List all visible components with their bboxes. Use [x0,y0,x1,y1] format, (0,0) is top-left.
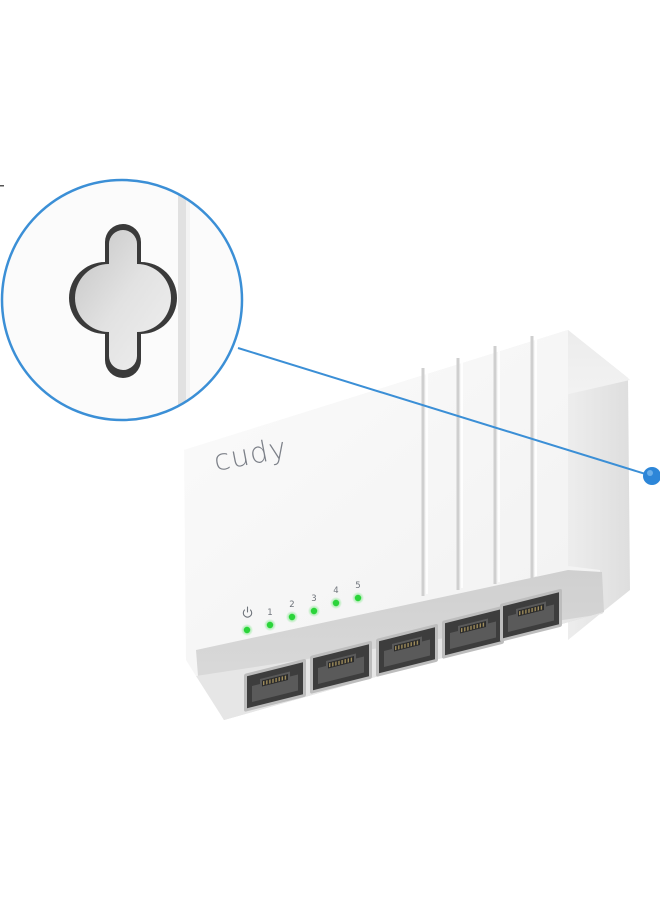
keyhole-mount-icon [69,224,177,378]
ethernet-port-4 [442,605,504,659]
callout [237,347,660,485]
switch-side-face [568,330,630,640]
port-led-4: 4 [330,586,342,609]
port-led-label: 2 [289,600,294,610]
port-led-label: 3 [311,594,316,604]
callout-dot [643,467,660,485]
port-led-1: 1 [264,608,276,631]
power-icon [242,606,253,618]
ethernet-port-row [244,588,562,712]
power-led [241,606,253,636]
power-led-light [243,626,251,634]
ethernet-port-5 [500,588,562,642]
led-indicator-row: 1 2 3 4 5 [241,581,364,636]
port-led-2: 2 [286,600,298,623]
ethernet-port-1 [244,658,306,712]
port-led-3: 3 [308,594,320,617]
port-led-light [310,607,318,615]
port-led-5: 5 [352,581,364,604]
callout-line [237,347,653,477]
port-led-label: 4 [333,586,338,596]
port-led-light [288,613,296,621]
port-led-light [332,599,340,607]
port-led-light [354,594,362,602]
ethernet-port-2 [310,640,372,694]
detail-zoom-circle [0,178,244,422]
port-led-label: 1 [267,608,272,618]
port-led-label: 5 [355,581,360,591]
port-led-light [266,621,274,629]
edge-mark [0,185,4,187]
ethernet-port-3 [376,623,438,677]
